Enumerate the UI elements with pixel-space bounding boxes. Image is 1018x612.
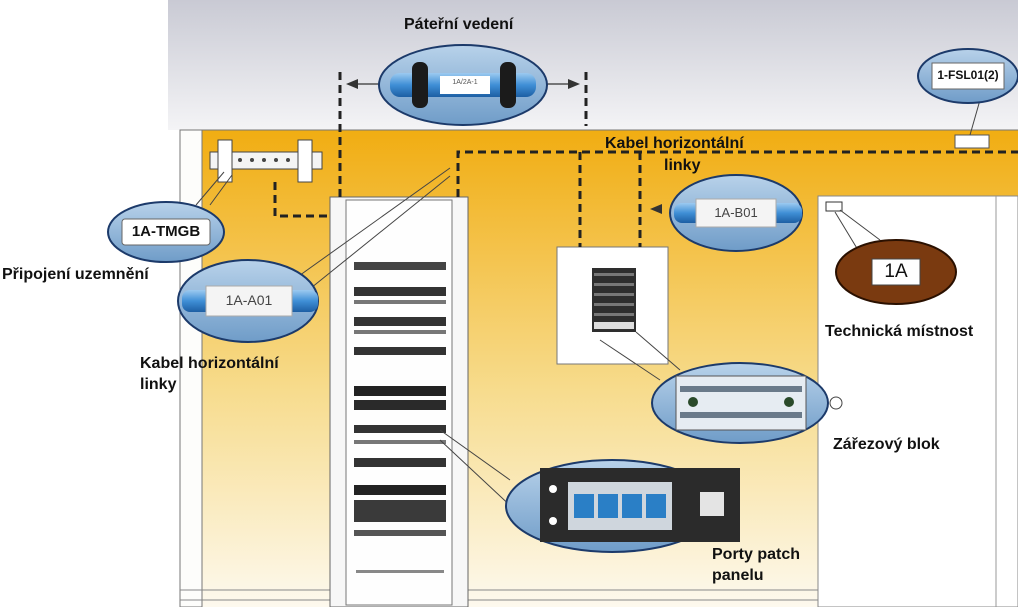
patch-ports-label-line2: panelu xyxy=(712,567,764,584)
equipment-rack xyxy=(329,196,469,608)
patch-panel-bubble xyxy=(505,459,740,553)
room-label-plate xyxy=(825,201,843,212)
backbone-cable-tag: 1A/2A-1 xyxy=(452,79,478,86)
ceiling-area xyxy=(168,0,1018,130)
cable-a01-tag: 1A-A01 xyxy=(225,292,273,308)
horizontal-cable-label-left: Kabel horizontální xyxy=(140,355,279,372)
wall-cabinet xyxy=(556,246,669,365)
horizontal-cable-label-top: Kabel horizontální xyxy=(605,135,744,152)
patch-ports-label: Porty patch xyxy=(712,546,801,563)
cable-routes xyxy=(273,72,1018,247)
firestop-plate xyxy=(954,134,990,149)
horizontal-cable-label-left-line2: linky xyxy=(140,376,177,393)
grounding-busbar xyxy=(209,139,323,183)
cable-b01-tag: 1A-B01 xyxy=(714,205,758,220)
punch-block-label: Zářezový blok xyxy=(833,436,940,453)
firestop-tag: 1-FSL01(2) xyxy=(937,68,999,82)
room-tag: 1A xyxy=(884,261,908,282)
backbone-label: Páteřní vedení xyxy=(404,16,514,33)
cable-a01-bubble xyxy=(177,259,319,343)
cable-b01-bubble xyxy=(669,174,803,252)
arrow-b01 xyxy=(650,204,662,214)
tmgb-tag: 1A-TMGB xyxy=(131,223,201,240)
callout-lines xyxy=(195,99,981,511)
horizontal-cable-label-top-line2: linky xyxy=(664,157,701,174)
grounding-label: Připojení uzemnění xyxy=(2,266,149,283)
technical-room-label: Technická místnost xyxy=(825,323,974,340)
punch-block-bubble xyxy=(651,362,843,444)
backbone-bubble xyxy=(378,44,548,126)
